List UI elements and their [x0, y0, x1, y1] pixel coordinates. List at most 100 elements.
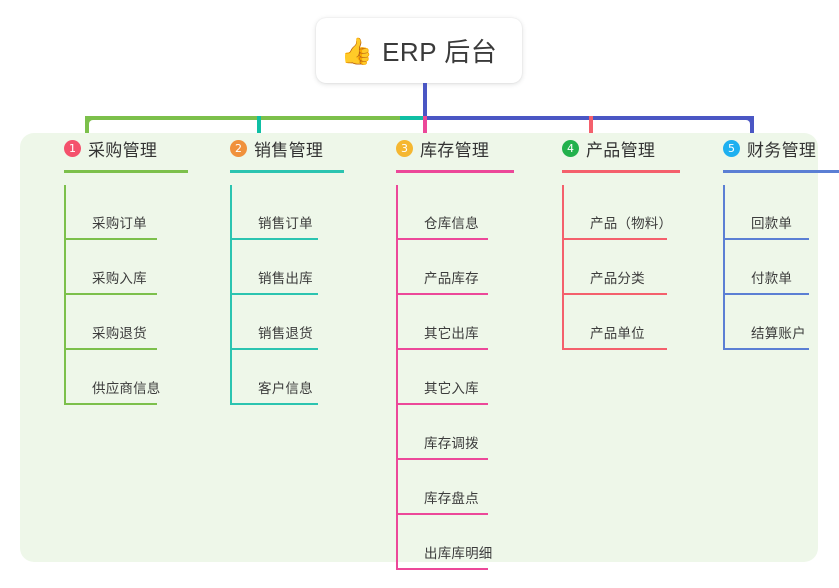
leaf-node-rule — [230, 238, 318, 240]
leaf-node-label: 供应商信息 — [92, 381, 161, 396]
bus-segment-green — [85, 116, 402, 120]
root-node-title: ERP 后台 — [382, 37, 498, 67]
branch-title: 库存管理 — [420, 140, 490, 160]
branch-column-1: 1 采购管理采购订单采购入库采购退货供应商信息 — [42, 133, 188, 405]
thumbs-up-icon: 👍 — [340, 35, 374, 66]
branch-leaf-list: 产品（物料） 产品分类产品单位 — [540, 185, 672, 350]
leaf-node-rule — [64, 348, 157, 350]
branch-header-rule — [230, 170, 344, 173]
branch-drop-5 — [750, 116, 754, 146]
leaf-node[interactable]: 结算账户 — [723, 295, 816, 350]
branch-title: 销售管理 — [254, 140, 324, 160]
leaf-node-label: 产品库存 — [424, 271, 479, 286]
branch-spine — [64, 185, 66, 405]
leaf-node-rule — [230, 403, 318, 405]
leaf-node-label: 库存调拨 — [424, 436, 479, 451]
root-node[interactable]: 👍 ERP 后台 — [316, 18, 522, 83]
leaf-node-label: 销售出库 — [258, 271, 313, 286]
leaf-node-label: 回款单 — [751, 216, 793, 231]
branch-number-badge: 3 — [396, 139, 413, 157]
leaf-node-label: 销售订单 — [258, 216, 313, 231]
leaf-node[interactable]: 产品单位 — [562, 295, 667, 350]
leaf-node-rule — [723, 293, 809, 295]
leaf-node[interactable]: 仓库信息 — [396, 185, 489, 240]
leaf-node-rule — [396, 348, 488, 350]
leaf-node[interactable]: 销售出库 — [230, 240, 323, 295]
branch-header-row: 3 库存管理 — [374, 133, 489, 163]
branch-header-3[interactable]: 3 库存管理 — [374, 133, 514, 173]
leaf-node-label: 产品分类 — [590, 271, 645, 286]
leaf-node-rule — [562, 348, 667, 350]
branch-title: 产品管理 — [586, 140, 656, 160]
leaf-node-label: 其它入库 — [424, 381, 479, 396]
leaf-node[interactable]: 产品（物料） — [562, 185, 672, 240]
leaf-node[interactable]: 客户信息 — [230, 350, 323, 405]
branch-header-rule — [562, 170, 680, 173]
leaf-node-rule — [562, 238, 667, 240]
branch-header-row: 2 销售管理 — [208, 133, 323, 163]
leaf-node[interactable]: 回款单 — [723, 185, 816, 240]
leaf-node[interactable]: 付款单 — [723, 240, 816, 295]
leaf-node-rule — [396, 513, 488, 515]
branch-spine — [562, 185, 564, 350]
leaf-node-label: 采购退货 — [92, 326, 147, 341]
bus-segment-teal — [400, 116, 426, 120]
branch-leaf-list: 回款单付款单结算账户 — [701, 185, 816, 350]
branch-header-2[interactable]: 2 销售管理 — [208, 133, 344, 173]
leaf-node-rule — [396, 568, 488, 570]
branch-header-rule — [723, 170, 839, 173]
leaf-node[interactable]: 库存调拨 — [396, 405, 489, 460]
leaf-node-rule — [396, 238, 488, 240]
leaf-node-label: 客户信息 — [258, 381, 313, 396]
leaf-node[interactable]: 其它出库 — [396, 295, 489, 350]
branch-header-4[interactable]: 4 产品管理 — [540, 133, 680, 173]
branch-number-badge: 4 — [562, 139, 579, 157]
leaf-node[interactable]: 其它入库 — [396, 350, 489, 405]
branch-leaf-list: 仓库信息产品库存其它出库其它入库库存调拨库存盘点出库库明细 — [374, 185, 492, 570]
leaf-node-label: 销售退货 — [258, 326, 313, 341]
branch-drop-1 — [85, 116, 89, 146]
trunk-connector — [423, 83, 427, 120]
leaf-node-label: 采购入库 — [92, 271, 147, 286]
leaf-node-rule — [230, 293, 318, 295]
leaf-node[interactable]: 采购入库 — [64, 240, 157, 295]
leaf-node-rule — [64, 403, 157, 405]
leaf-node-label: 产品单位 — [590, 326, 645, 341]
leaf-node[interactable]: 库存盘点 — [396, 460, 489, 515]
branch-spine — [723, 185, 725, 350]
leaf-node-label: 结算账户 — [751, 326, 806, 341]
branch-drop-4 — [589, 116, 593, 146]
branch-column-4: 4 产品管理产品（物料） 产品分类产品单位 — [540, 133, 680, 350]
leaf-node-rule — [396, 403, 488, 405]
leaf-node-rule — [230, 348, 318, 350]
leaf-node-label: 产品（物料） — [590, 216, 673, 231]
branch-title: 采购管理 — [88, 140, 158, 160]
leaf-node[interactable]: 产品分类 — [562, 240, 667, 295]
leaf-node[interactable]: 销售退货 — [230, 295, 323, 350]
leaf-node[interactable]: 供应商信息 — [64, 350, 160, 405]
leaf-node[interactable]: 采购订单 — [64, 185, 157, 240]
branch-header-rule — [64, 170, 188, 173]
leaf-node-label: 库存盘点 — [424, 491, 479, 506]
leaf-node[interactable]: 产品库存 — [396, 240, 489, 295]
leaf-node-label: 仓库信息 — [424, 216, 479, 231]
leaf-node-label: 出库库明细 — [424, 546, 493, 561]
branch-drop-2 — [257, 116, 261, 146]
leaf-node-rule — [64, 238, 157, 240]
branch-number-badge: 1 — [64, 139, 81, 157]
leaf-node[interactable]: 采购退货 — [64, 295, 157, 350]
branches-panel: 1 采购管理采购订单采购入库采购退货供应商信息 2 销售管理销售订单销售出库销售退货客… — [20, 133, 839, 570]
branch-spine — [396, 185, 398, 570]
leaf-node[interactable]: 出库库明细 — [396, 515, 492, 570]
leaf-node[interactable]: 销售订单 — [230, 185, 323, 240]
branch-drop-3 — [423, 116, 427, 146]
leaf-node-rule — [562, 293, 667, 295]
branch-column-2: 2 销售管理销售订单销售出库销售退货客户信息 — [208, 133, 344, 405]
branch-header-1[interactable]: 1 采购管理 — [42, 133, 188, 173]
leaf-node-rule — [396, 458, 488, 460]
branch-number-badge: 2 — [230, 139, 247, 157]
branch-title: 财务管理 — [747, 140, 817, 160]
